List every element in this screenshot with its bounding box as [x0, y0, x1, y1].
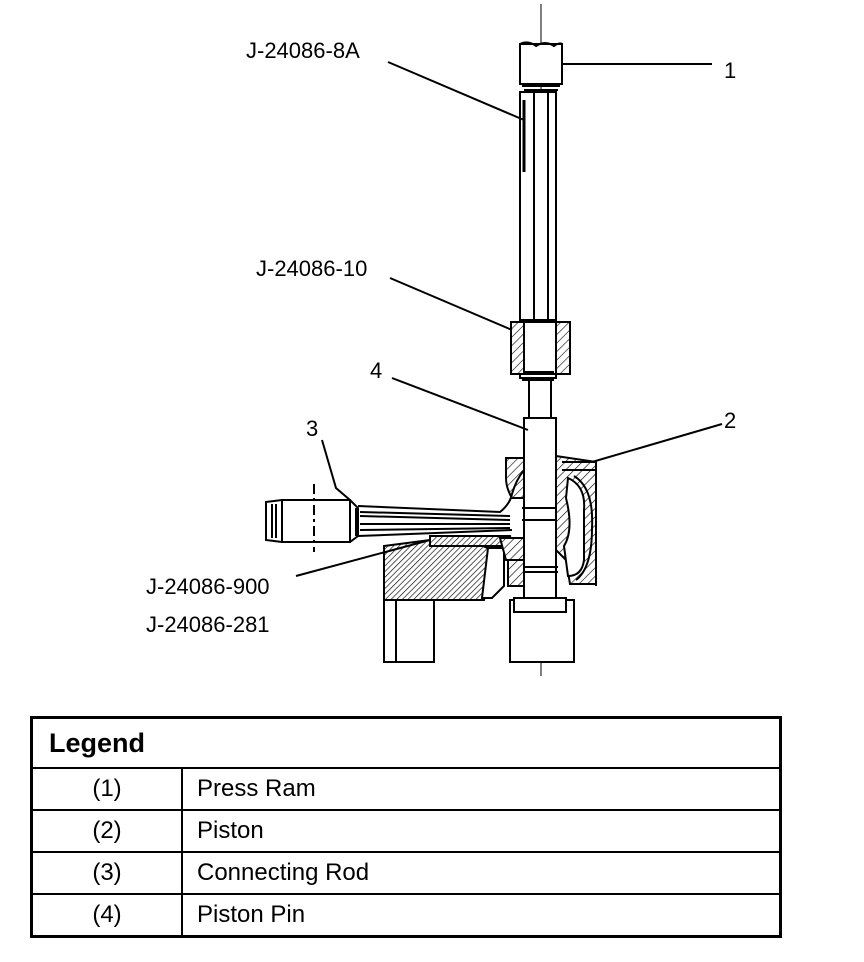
legend-row: (3) Connecting Rod [30, 851, 782, 895]
callout-3: 3 [306, 416, 318, 441]
tool-label-8a: J-24086-8A [246, 38, 360, 63]
leader-10 [389, 277, 513, 331]
fixture-base [383, 535, 575, 663]
piston-pin-press-diagram: 1 2 3 4 J-24086-8A J-24086-10 J-24086-90… [146, 4, 736, 676]
callout-1: 1 [724, 58, 736, 83]
callout-2: 2 [724, 408, 736, 433]
legend-title: Legend [30, 716, 782, 769]
legend-code: (4) [30, 893, 183, 938]
callout-4: 4 [370, 358, 382, 383]
leader-2 [591, 423, 723, 463]
legend-description: Piston [181, 809, 782, 853]
press-ram [519, 41, 563, 91]
legend-header-row: Legend [30, 716, 782, 769]
leader-4 [391, 377, 529, 431]
tool-label-900: J-24086-900 [146, 574, 270, 599]
legend-code: (2) [30, 809, 183, 853]
legend-description: Piston Pin [181, 893, 782, 938]
leader-8a [387, 61, 525, 121]
legend-code: (3) [30, 851, 183, 895]
legend-row: (2) Piston [30, 809, 782, 853]
leader-900 [295, 539, 431, 577]
legend-table: Legend (1) Press Ram (2) Piston (3) Conn… [30, 716, 782, 938]
legend-description: Connecting Rod [181, 851, 782, 895]
piston [505, 454, 597, 587]
leader-3 [321, 439, 351, 501]
legend-description: Press Ram [181, 767, 782, 811]
pilot-rod [519, 91, 557, 381]
connecting-rod [265, 469, 525, 552]
legend-row: (1) Press Ram [30, 767, 782, 811]
tool-label-281: J-24086-281 [146, 612, 270, 637]
collar-tool [510, 321, 571, 375]
legend-code: (1) [30, 767, 183, 811]
tool-label-10: J-24086-10 [256, 256, 367, 281]
piston-pin [522, 379, 558, 599]
legend-row: (4) Piston Pin [30, 893, 782, 938]
